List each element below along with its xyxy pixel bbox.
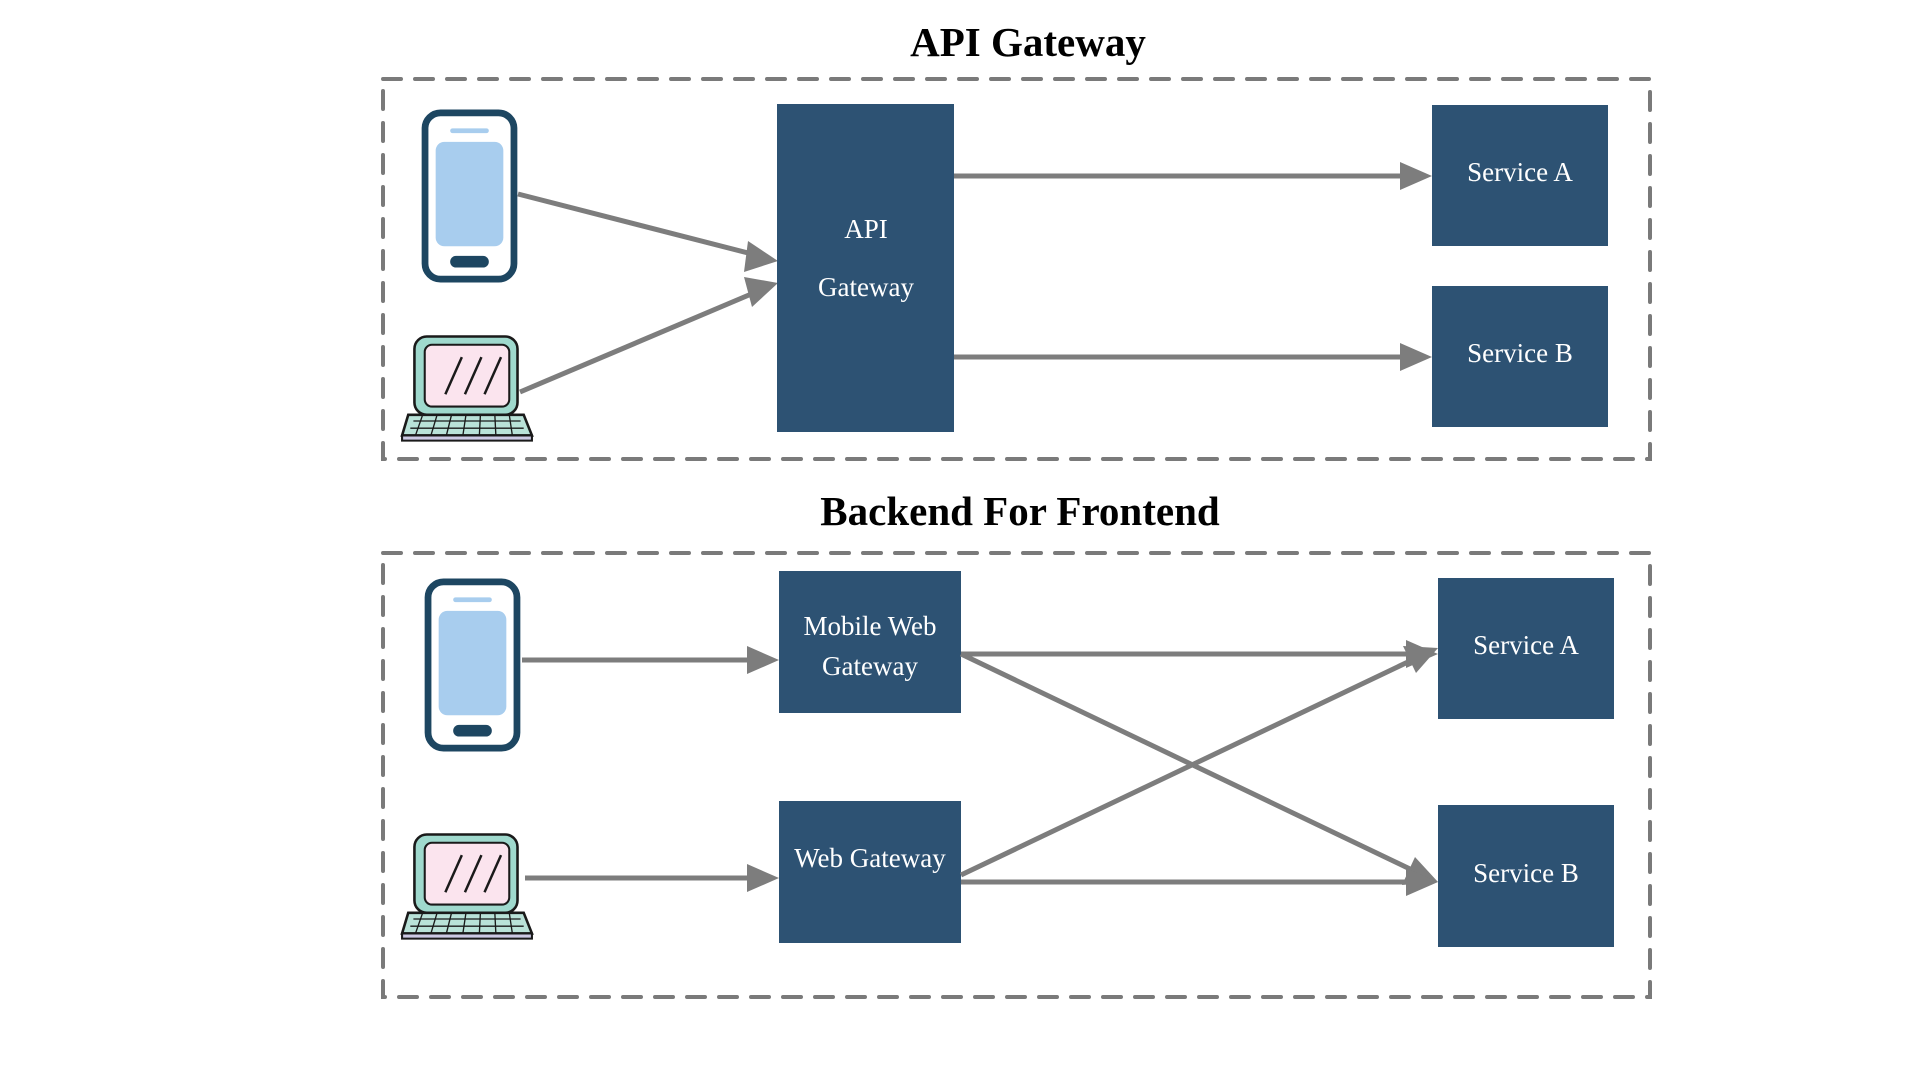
api-gateway-node[interactable]: API Gateway: [777, 104, 954, 432]
web-gateway-box: [779, 801, 961, 943]
api-gateway-node-label-line2: Gateway: [818, 272, 914, 302]
laptop-client-bff: [400, 833, 534, 940]
service-b-node-top[interactable]: Service B: [1432, 286, 1608, 427]
service-b-box-top: [1432, 286, 1608, 427]
web-gateway-label: Web Gateway: [794, 843, 946, 873]
laptop-icon: [400, 833, 534, 940]
service-a-node-bottom[interactable]: Service A: [1438, 578, 1614, 719]
arrow-phone-to-api-gateway: [517, 191, 778, 272]
arrow-mobile-web-gateway-to-service-b: [959, 651, 1438, 885]
api-gateway-section-title: API Gateway: [910, 19, 1146, 65]
mobile-phone-client-bff: [428, 582, 517, 748]
arrow-web-gateway-to-service-a: [959, 646, 1438, 878]
service-b-box-bottom: [1438, 805, 1614, 947]
arrow-phone-to-mobile-web-gateway: [522, 646, 779, 674]
mobile-web-gateway-node[interactable]: Mobile Web Gateway: [779, 571, 961, 713]
bff-section-title: Backend For Frontend: [820, 488, 1220, 534]
phone-icon: [428, 582, 517, 748]
api-gateway-node-label-line1: API: [844, 214, 888, 244]
service-b-label-top: Service B: [1467, 338, 1573, 368]
api-gateway-region-border: [381, 77, 1652, 461]
laptop-icon: [400, 335, 534, 442]
arrow-web-gateway-to-service-b: [961, 868, 1438, 896]
mobile-phone-client: [425, 113, 514, 279]
service-a-label-top: Service A: [1467, 157, 1573, 187]
mobile-web-gateway-label-line1: Mobile Web: [803, 611, 936, 641]
arrow-api-gateway-to-service-b: [954, 343, 1432, 371]
phone-icon: [425, 113, 514, 279]
service-a-label-bottom: Service A: [1473, 630, 1579, 660]
service-b-node-bottom[interactable]: Service B: [1438, 805, 1614, 947]
arrow-laptop-to-web-gateway: [525, 864, 779, 892]
laptop-client: [400, 335, 534, 442]
arrow-api-gateway-to-service-a: [954, 162, 1432, 190]
arrow-laptop-to-api-gateway: [519, 277, 778, 395]
service-a-box-top: [1432, 105, 1608, 246]
web-gateway-node[interactable]: Web Gateway: [779, 801, 961, 943]
arrow-mobile-web-gateway-to-service-a: [961, 640, 1438, 668]
service-b-label-bottom: Service B: [1473, 858, 1579, 888]
api-gateway-node-box: [777, 104, 954, 432]
service-a-box-bottom: [1438, 578, 1614, 719]
mobile-web-gateway-label-line2: Gateway: [822, 651, 918, 681]
bff-region-border: [381, 551, 1652, 999]
mobile-web-gateway-box: [779, 571, 961, 713]
service-a-node-top[interactable]: Service A: [1432, 105, 1608, 246]
